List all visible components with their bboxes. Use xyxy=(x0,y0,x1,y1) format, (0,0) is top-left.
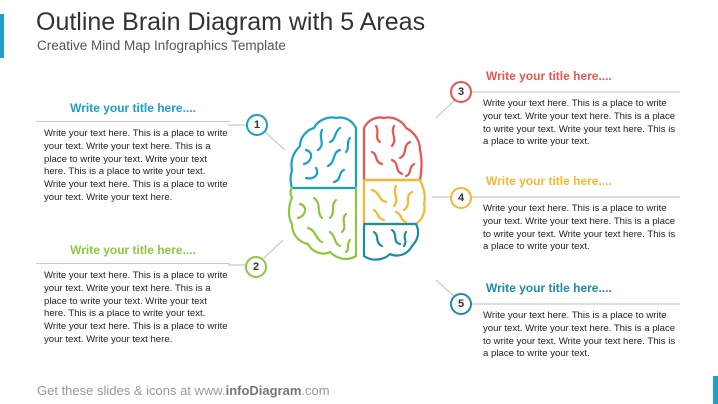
footer-brand[interactable]: infoDiagram xyxy=(225,383,302,398)
area-3-text: Write your text here. This is a place to… xyxy=(483,98,676,148)
area-1-block: Write your title here.... Write your tex… xyxy=(36,101,230,205)
node-4: 4 xyxy=(450,187,472,209)
brain-area-5-folds xyxy=(372,228,408,248)
brain-area-5-outline xyxy=(362,222,420,261)
area-2-text: Write your text here. This is a place to… xyxy=(44,270,228,345)
area-2-divider xyxy=(36,263,230,264)
brain-area-3-outline xyxy=(362,116,423,182)
area-4-text: Write your text here. This is a place to… xyxy=(483,203,676,253)
footer-prefix: Get these slides & icons at www. xyxy=(37,383,226,398)
node-5: 5 xyxy=(450,293,472,315)
area-4-title: Write your title here.... xyxy=(486,174,612,188)
area-2-block: Write your title here.... Write your tex… xyxy=(36,243,230,347)
brain-area-3-folds xyxy=(370,124,416,178)
brain-area-2-folds xyxy=(296,196,352,254)
page-subtitle: Creative Mind Map Infographics Template xyxy=(37,38,286,53)
area-1-divider xyxy=(36,121,230,122)
area-5-title: Write your title here.... xyxy=(486,281,612,295)
area-3-title: Write your title here.... xyxy=(486,69,612,83)
brain-area-4-outline xyxy=(362,178,426,226)
accent-bar-right xyxy=(713,376,718,404)
brain-area-4-folds xyxy=(370,184,414,224)
area-5-text: Write your text here. This is a place to… xyxy=(483,310,676,360)
footer-suffix: .com xyxy=(301,383,330,398)
brain-area-2-outline xyxy=(287,186,358,261)
footer: Get these slides & icons at www.infoDiag… xyxy=(37,383,330,398)
node-1: 1 xyxy=(246,114,268,136)
area-1-title: Write your title here.... xyxy=(70,101,196,115)
accent-bar-left xyxy=(0,14,4,58)
area-5-block: Write your title here.... Write your tex… xyxy=(480,281,680,361)
connector-lines xyxy=(228,91,680,305)
area-4-block: Write your title here.... Write your tex… xyxy=(480,174,680,254)
brain-area-1-folds xyxy=(302,126,352,184)
area-1-text: Write your text here. This is a place to… xyxy=(44,128,228,203)
area-3-block: Write your title here.... Write your tex… xyxy=(480,69,680,149)
area-2-title: Write your title here.... xyxy=(70,243,196,257)
node-3: 3 xyxy=(450,81,472,103)
brain-area-1-outline xyxy=(289,116,358,190)
node-2: 2 xyxy=(245,256,267,278)
page-title: Outline Brain Diagram with 5 Areas xyxy=(36,8,426,36)
